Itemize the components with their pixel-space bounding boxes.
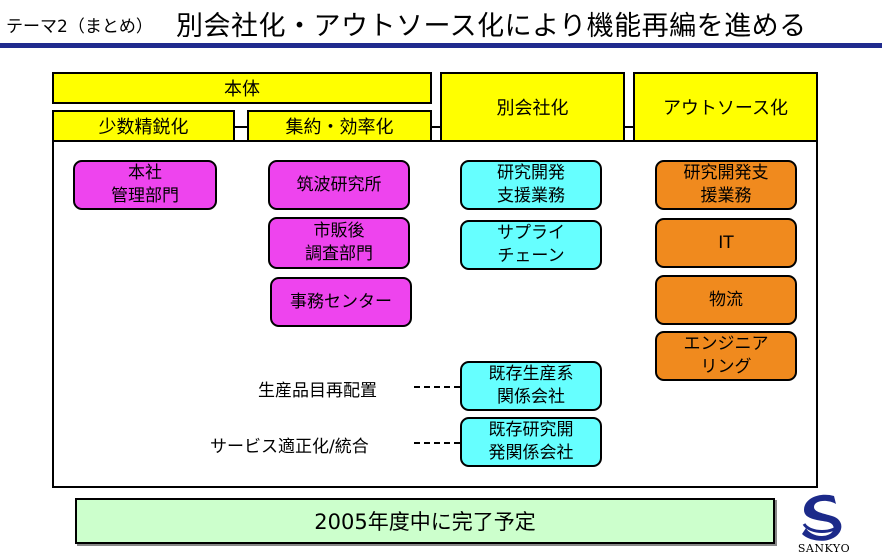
box-honsha: 本社 管理部門	[73, 160, 217, 210]
category-outsource: アウトソース化	[633, 72, 818, 142]
schedule-banner: 2005年度中に完了予定	[75, 498, 775, 544]
sankyo-logo: SANKYO	[790, 490, 858, 556]
box-ichihan: 市販後 調査部門	[268, 217, 410, 269]
box-kenkyu-shien: 研究開発 支援業務	[460, 160, 602, 210]
box-out-kenkyu: 研究開発支 援業務	[655, 160, 797, 210]
logo-text: SANKYO	[797, 542, 851, 555]
connector-dash	[625, 126, 633, 128]
sankyo-emblem-icon	[802, 494, 842, 541]
label-seisan: 生産品目再配置	[258, 381, 377, 401]
box-it: IT	[655, 218, 797, 268]
box-kizon-seisan: 既存生産系 関係会社	[460, 361, 602, 411]
connector-dash	[414, 442, 460, 444]
category-shuyaku: 集約・効率化	[247, 110, 432, 142]
category-honntai: 本体	[52, 72, 432, 104]
title-rule	[0, 43, 882, 48]
box-butsuryu: 物流	[655, 275, 797, 325]
category-bekkaisha: 別会社化	[440, 72, 625, 142]
category-shosu-seiei: 少数精鋭化	[52, 110, 235, 142]
box-tsukuba: 筑波研究所	[268, 160, 410, 210]
theme-label: テーマ2（まとめ）	[6, 17, 153, 37]
box-kizon-kenkyu: 既存研究開 発関係会社	[460, 417, 602, 467]
box-engineering: エンジニア リング	[655, 331, 797, 381]
label-service: サービス適正化/統合	[210, 437, 369, 457]
box-supply: サプライ チェーン	[460, 220, 602, 270]
box-jimu: 事務センター	[270, 277, 412, 327]
connector-dash	[432, 126, 440, 128]
page-title: 別会社化・アウトソース化により機能再編を進める	[176, 11, 807, 42]
connector-dash	[414, 386, 460, 388]
connector-dash	[235, 126, 247, 128]
